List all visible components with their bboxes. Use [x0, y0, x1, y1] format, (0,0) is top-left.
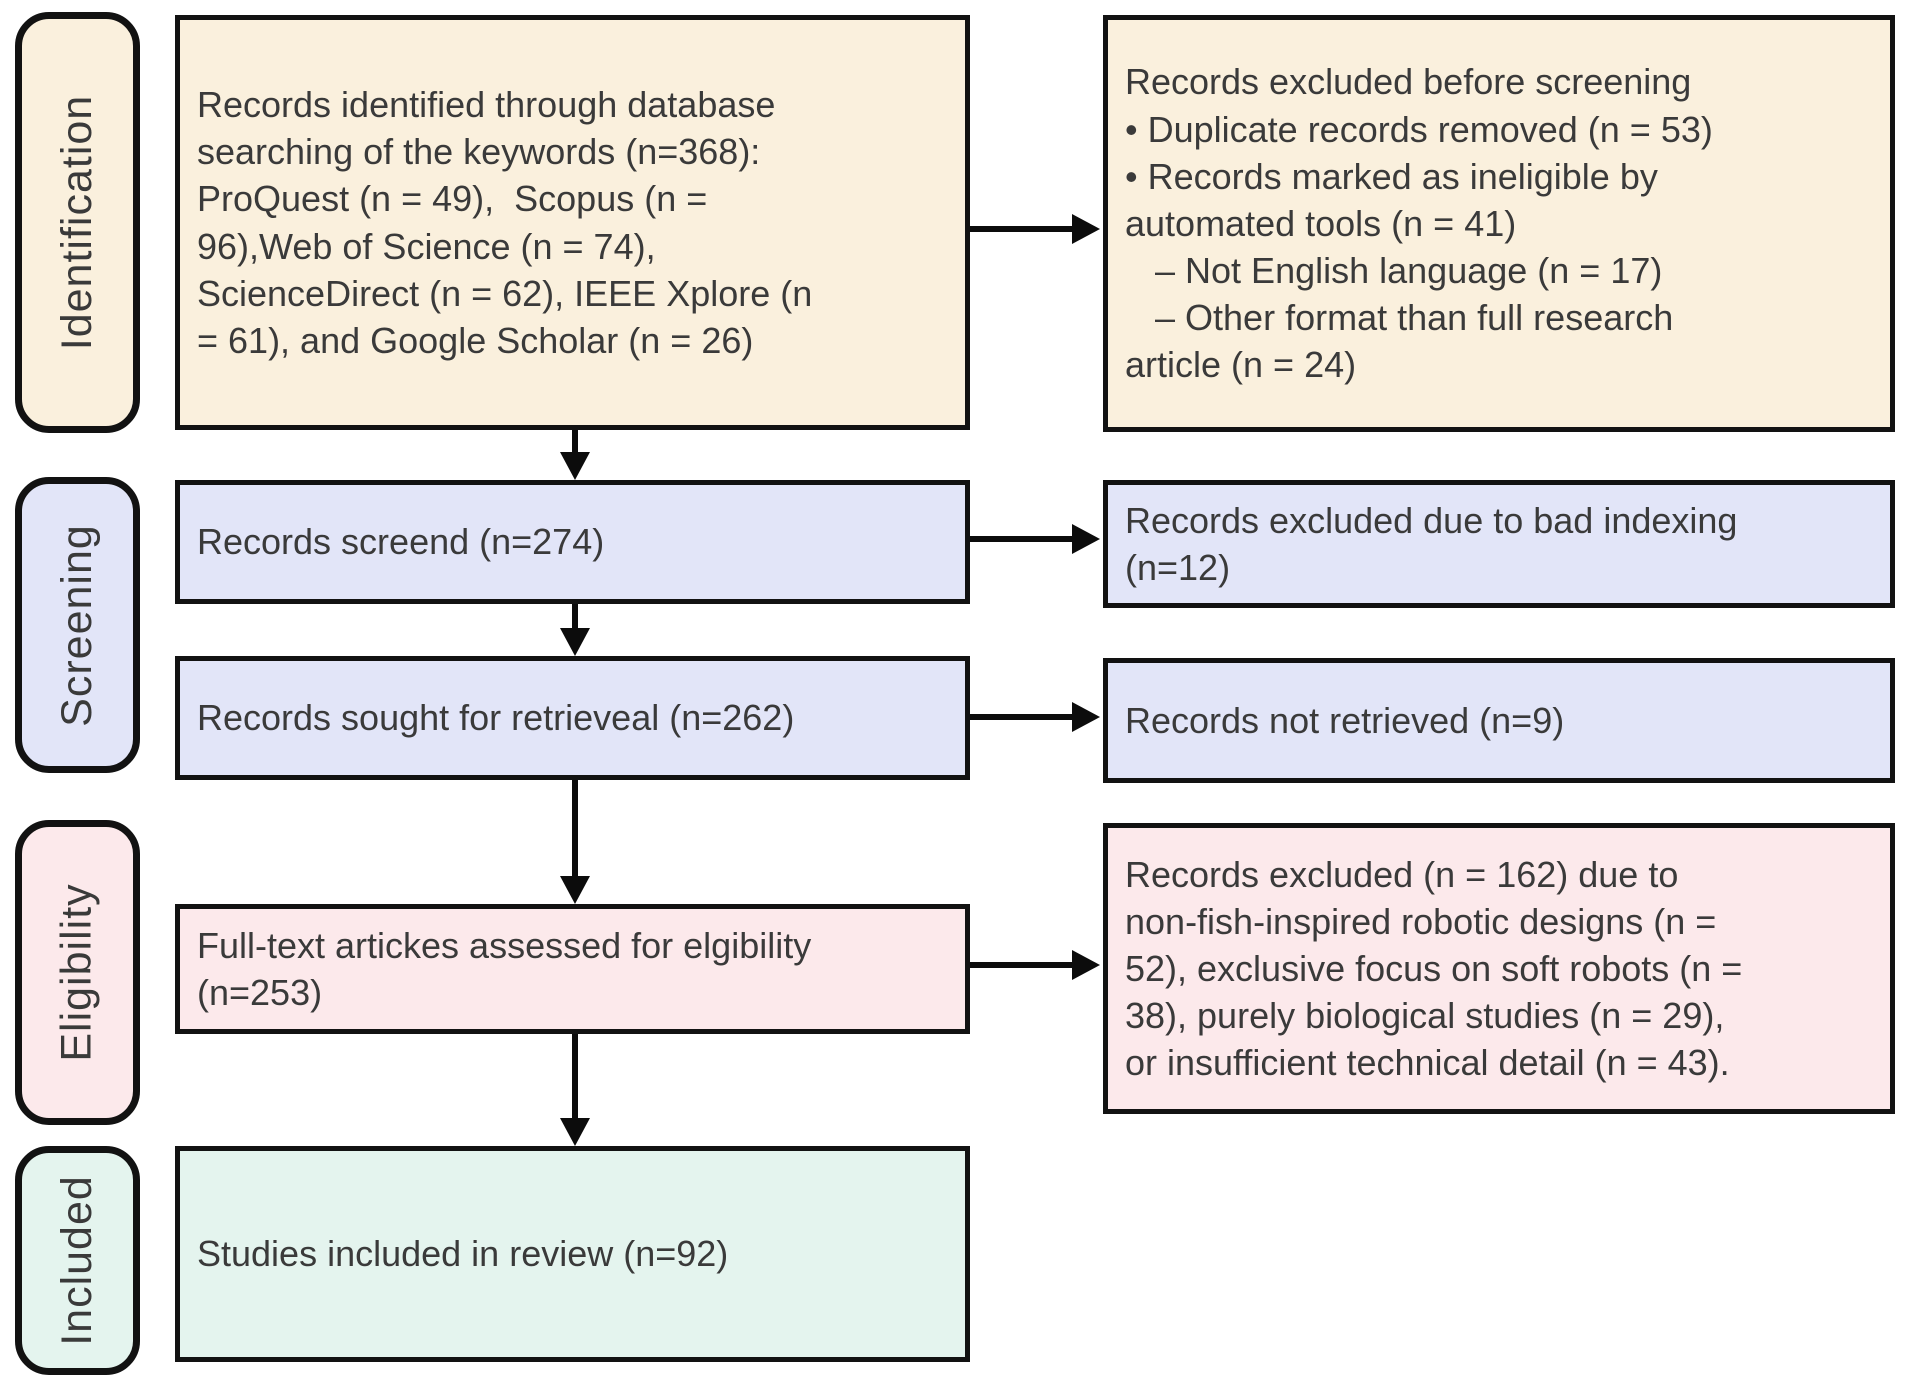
stage-label-identification: Identification — [53, 94, 101, 351]
stage-pill-eligibility: Eligibility — [15, 820, 140, 1125]
box-records-identified-text: Records identified through database sear… — [197, 84, 813, 361]
stage-label-included: Included — [53, 1175, 102, 1346]
box-records-screened: Records screend (n=274) — [175, 480, 970, 604]
arrow-identified-to-screened — [560, 430, 590, 480]
box-records-sought-retrieval: Records sought for retrieveal (n=262) — [175, 656, 970, 780]
box-fulltext-assessed: Full-text artickes assessed for elgibili… — [175, 904, 970, 1034]
arrow-screened-to-bad-indexing — [970, 524, 1100, 554]
stage-label-screening: Screening — [53, 523, 102, 727]
box-excluded-eligibility-text: Records excluded (n = 162) due to non-fi… — [1125, 853, 1743, 1084]
box-records-screened-text: Records screend (n=274) — [197, 521, 605, 563]
stage-pill-identification: Identification — [15, 12, 140, 433]
box-not-retrieved-text: Records not retrieved (n=9) — [1125, 699, 1565, 741]
box-excluded-bad-indexing-text: Records excluded due to bad indexing (n=… — [1125, 499, 1738, 588]
box-excluded-before-screening-text: Records excluded before screening • Dupl… — [1125, 61, 1713, 386]
stage-label-eligibility: Eligibility — [53, 883, 101, 1062]
arrow-screened-to-sought — [560, 604, 590, 656]
arrow-fulltext-to-included — [560, 1034, 590, 1146]
box-studies-included: Studies included in review (n=92) — [175, 1146, 970, 1362]
arrow-fulltext-to-excluded — [970, 950, 1100, 980]
arrow-sought-to-fulltext — [560, 780, 590, 904]
box-excluded-before-screening: Records excluded before screening • Dupl… — [1103, 15, 1895, 432]
stage-pill-included: Included — [15, 1146, 140, 1375]
box-records-sought-retrieval-text: Records sought for retrieveal (n=262) — [197, 697, 795, 739]
arrow-sought-to-not-retrieved — [970, 702, 1100, 732]
box-excluded-bad-indexing: Records excluded due to bad indexing (n=… — [1103, 480, 1895, 608]
box-fulltext-assessed-text: Full-text artickes assessed for elgibili… — [197, 924, 812, 1013]
box-excluded-eligibility: Records excluded (n = 162) due to non-fi… — [1103, 823, 1895, 1114]
box-studies-included-text: Studies included in review (n=92) — [197, 1233, 729, 1275]
stage-pill-screening: Screening — [15, 477, 140, 773]
box-not-retrieved: Records not retrieved (n=9) — [1103, 658, 1895, 783]
box-records-identified: Records identified through database sear… — [175, 15, 970, 430]
arrow-identified-to-excluded — [970, 214, 1100, 244]
